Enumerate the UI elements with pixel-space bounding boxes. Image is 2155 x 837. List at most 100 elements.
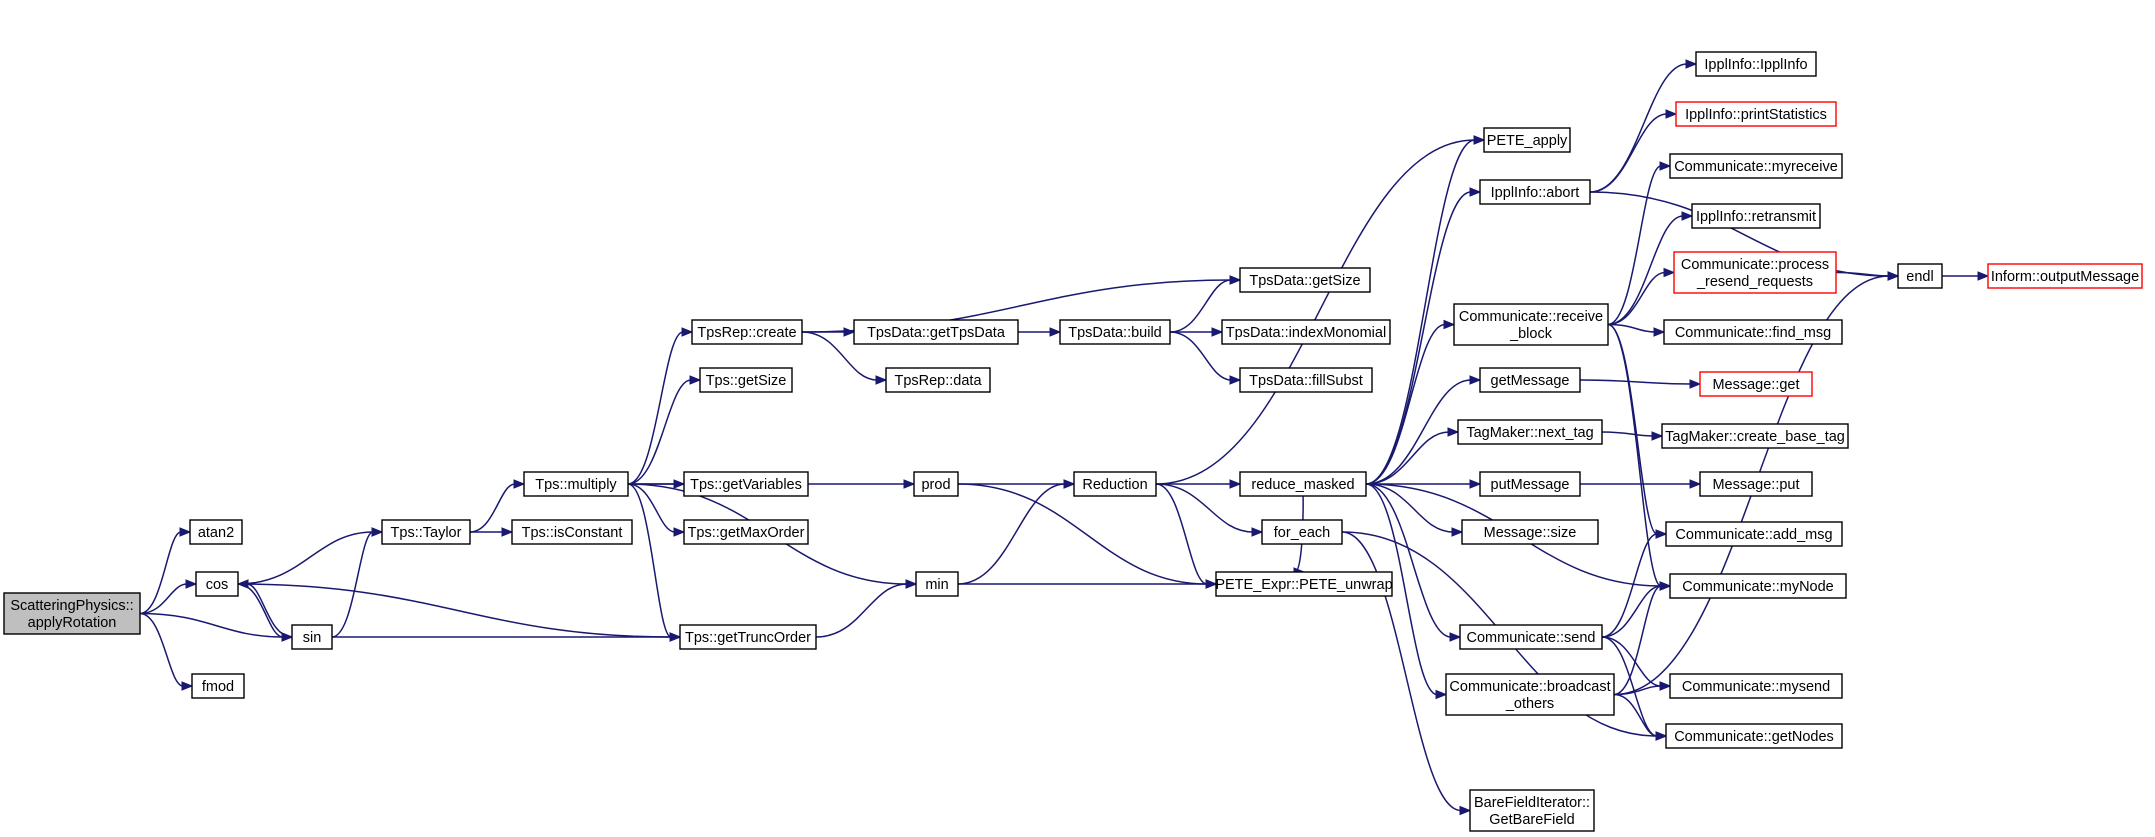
node-prod[interactable]: prod [913,471,959,497]
node-endl[interactable]: endl [1897,263,1943,289]
edge-root-to-cos [139,583,188,615]
node-atan2[interactable]: atan2 [189,519,243,545]
node-box [1479,471,1581,497]
edge-arrowhead [1659,681,1672,691]
node-box [1239,471,1367,497]
node-sin[interactable]: sin [291,624,333,650]
node-tpsrepdata[interactable]: TpsRep::data [885,367,991,393]
edge-reduction-to-foreach [1155,483,1254,533]
edge-redmasked-to-msgsize [1365,483,1454,533]
node-label: reduce_masked [1251,477,1354,493]
node-msgget[interactable]: Message::get [1699,371,1813,397]
node-box [913,471,959,497]
node-retransmit[interactable]: IpplInfo::retransmit [1691,203,1821,229]
node-reduction[interactable]: Reduction [1073,471,1157,497]
node-mysend[interactable]: Communicate::mysend [1669,673,1843,699]
node-bfi[interactable]: BareFieldIterator::GetBareField [1469,789,1595,832]
edge-arrowhead [179,527,192,537]
node-box [1669,153,1843,179]
node-putmessage[interactable]: putMessage [1479,471,1581,497]
node-recvblock[interactable]: Communicate::receive_block [1453,303,1609,346]
edge-cos-to-taylor [237,531,374,585]
edge-arrowhead [1229,375,1242,385]
node-fmod[interactable]: fmod [191,673,245,699]
node-findmsg[interactable]: Communicate::find_msg [1663,319,1843,345]
node-label: cos [206,577,229,593]
node-myreceive[interactable]: Communicate::myreceive [1669,153,1843,179]
node-msgput[interactable]: Message::put [1699,471,1813,497]
edge-multiply-to-tpsrepcreate [627,331,684,485]
node-box [191,673,245,699]
edge-arrowhead [681,327,694,337]
node-label: IpplInfo::IpplInfo [1704,57,1807,73]
node-box [683,519,809,545]
edge-taylor-to-multiply [469,483,516,533]
node-getmessage[interactable]: getMessage [1479,367,1581,393]
node-processresend[interactable]: Communicate::process_resend_requests [1673,251,1837,294]
node-getmax[interactable]: Tps::getMaxOrder [683,519,809,545]
edge-arrowhead [1473,135,1486,145]
edge-root-to-fmod [139,612,184,687]
edge-arrowhead [1447,427,1460,437]
node-peteapply[interactable]: PETE_apply [1483,127,1571,153]
node-outputmsg[interactable]: Inform::outputMessage [1987,263,2143,289]
node-box [1699,471,1813,497]
edge-redmasked-to-nexttag [1365,431,1450,485]
node-gettpsdata[interactable]: TpsData::getTpsData [853,319,1019,345]
node-fillsubst[interactable]: TpsData::fillSubst [1239,367,1373,393]
node-cos[interactable]: cos [195,571,239,597]
node-redmasked[interactable]: reduce_masked [1239,471,1367,497]
node-getvars[interactable]: Tps::getVariables [683,471,809,497]
node-label: IpplInfo::printStatistics [1685,107,1827,123]
node-unwrap[interactable]: PETE_Expr::PETE_unwrap [1215,571,1393,597]
node-box [1215,571,1393,597]
node-tpsrepcreate[interactable]: TpsRep::create [691,319,803,345]
node-min[interactable]: min [915,571,959,597]
node-root[interactable]: ScatteringPhysics::applyRotation [3,592,141,635]
edge-arrowhead [903,479,916,489]
edge-arrowhead [1063,479,1076,489]
node-abort[interactable]: IpplInfo::abort [1479,179,1591,205]
node-tdgetsize[interactable]: TpsData::getSize [1239,267,1371,293]
node-bcast[interactable]: Communicate::broadcast_others [1445,673,1615,716]
node-msgsize[interactable]: Message::size [1461,519,1599,545]
node-box [381,519,471,545]
edge-bcast-to-getnodes [1613,693,1658,737]
node-label: TagMaker::create_base_tag [1665,429,1845,445]
node-box [1675,101,1837,127]
edge-foreach-to-bfi [1341,531,1462,812]
node-box [1661,423,1849,449]
node-label: Message::size [1484,525,1577,541]
node-ipplinfo[interactable]: IpplInfo::IpplInfo [1695,51,1817,77]
edge-nexttag-to-createbasetag [1601,431,1654,437]
node-label: IpplInfo::abort [1491,185,1580,201]
node-mynode[interactable]: Communicate::myNode [1669,573,1847,599]
node-createbasetag[interactable]: TagMaker::create_base_tag [1661,423,1849,449]
node-printstats[interactable]: IpplInfo::printStatistics [1675,101,1837,127]
node-send[interactable]: Communicate::send [1459,624,1603,650]
edge-trunc-to-min [815,583,908,638]
node-box [1239,367,1373,393]
node-foreach[interactable]: for_each [1261,519,1343,545]
node-getnodes[interactable]: Communicate::getNodes [1665,723,1843,749]
node-getsize[interactable]: Tps::getSize [699,367,793,393]
node-box [915,571,959,597]
edge-arrowhead [1469,479,1482,489]
node-label: Tps::getTruncOrder [685,630,811,646]
node-label: Tps::getSize [706,373,787,389]
edge-sin-to-cos [246,583,293,638]
node-multiply[interactable]: Tps::multiply [523,471,629,497]
node-taylor[interactable]: Tps::Taylor [381,519,471,545]
node-build[interactable]: TpsData::build [1059,319,1171,345]
node-indexmono[interactable]: TpsData::indexMonomial [1221,319,1391,345]
node-trunc[interactable]: Tps::getTruncOrder [679,624,817,650]
edge-arrowhead [1655,731,1668,741]
edge-arrowhead [673,527,686,537]
node-label: GetBareField [1489,812,1574,828]
edge-recvblock-to-addmsg [1607,323,1658,535]
edge-arrowhead [1653,327,1666,337]
edge-arrowhead [1977,271,1990,281]
node-addmsg[interactable]: Communicate::add_msg [1665,521,1843,547]
node-nexttag[interactable]: TagMaker::next_tag [1457,419,1603,445]
node-isconst[interactable]: Tps::isConstant [511,519,633,545]
